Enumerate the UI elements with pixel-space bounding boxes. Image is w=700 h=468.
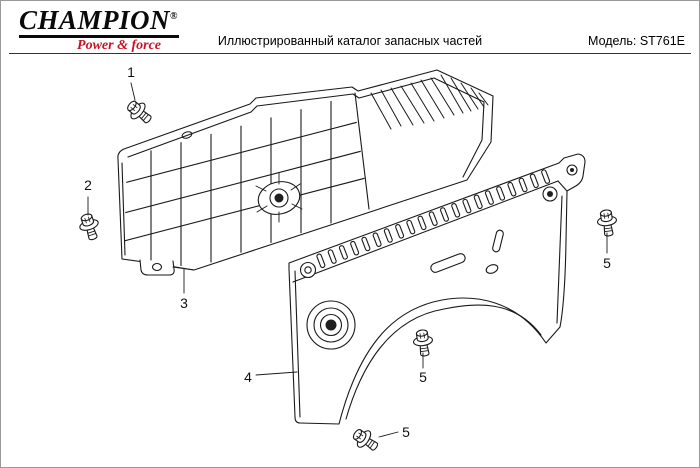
left-panel-mount-tab	[139, 259, 195, 276]
left-panel-outline	[117, 69, 494, 271]
model-label: Модель: ST761E	[588, 34, 685, 48]
right-panel-mount-hole	[542, 186, 558, 202]
callout-label-1: 1	[127, 64, 135, 80]
logo-underline	[19, 35, 179, 38]
right-panel-corner-grommet	[299, 261, 317, 279]
right-panel-vertical-slot	[492, 229, 504, 253]
bolt-2-icon	[76, 211, 104, 243]
right-panel-tab-hole	[566, 164, 578, 176]
left-panel-small-hole	[181, 131, 193, 139]
right-panel-bearing-boss	[306, 300, 356, 350]
right-panel-arch-inner	[345, 304, 542, 420]
callout-label-5b: 5	[419, 369, 427, 385]
right-panel-oval-hole	[485, 264, 499, 274]
bolt-5c-icon	[348, 424, 383, 456]
left-panel-center-boss	[255, 172, 303, 223]
champion-logo: CHAMPION® Power & force	[19, 7, 179, 54]
callout-label-2: 2	[84, 177, 92, 193]
left-panel	[117, 69, 494, 276]
callout-leader-lines	[87, 82, 608, 438]
callout-label-5a: 5	[603, 255, 611, 271]
page-title: Иллюстрированный каталог запасных частей	[217, 34, 483, 48]
bolt-1-icon	[122, 96, 157, 129]
logo-brand-text: CHAMPION®	[19, 5, 179, 35]
right-panel-slot-hole	[430, 253, 466, 273]
left-panel-vent-hatching	[370, 74, 489, 130]
logo-tagline: Power & force	[77, 37, 161, 53]
callout-label-3: 3	[180, 295, 188, 311]
page-header: CHAMPION® Power & force Иллюстрированный…	[9, 1, 691, 54]
callout-label-5c: 5	[402, 424, 410, 440]
registered-mark-icon: ®	[170, 11, 179, 22]
callout-label-4: 4	[244, 369, 252, 385]
right-panel	[288, 153, 586, 425]
right-panel-outline	[288, 153, 586, 425]
